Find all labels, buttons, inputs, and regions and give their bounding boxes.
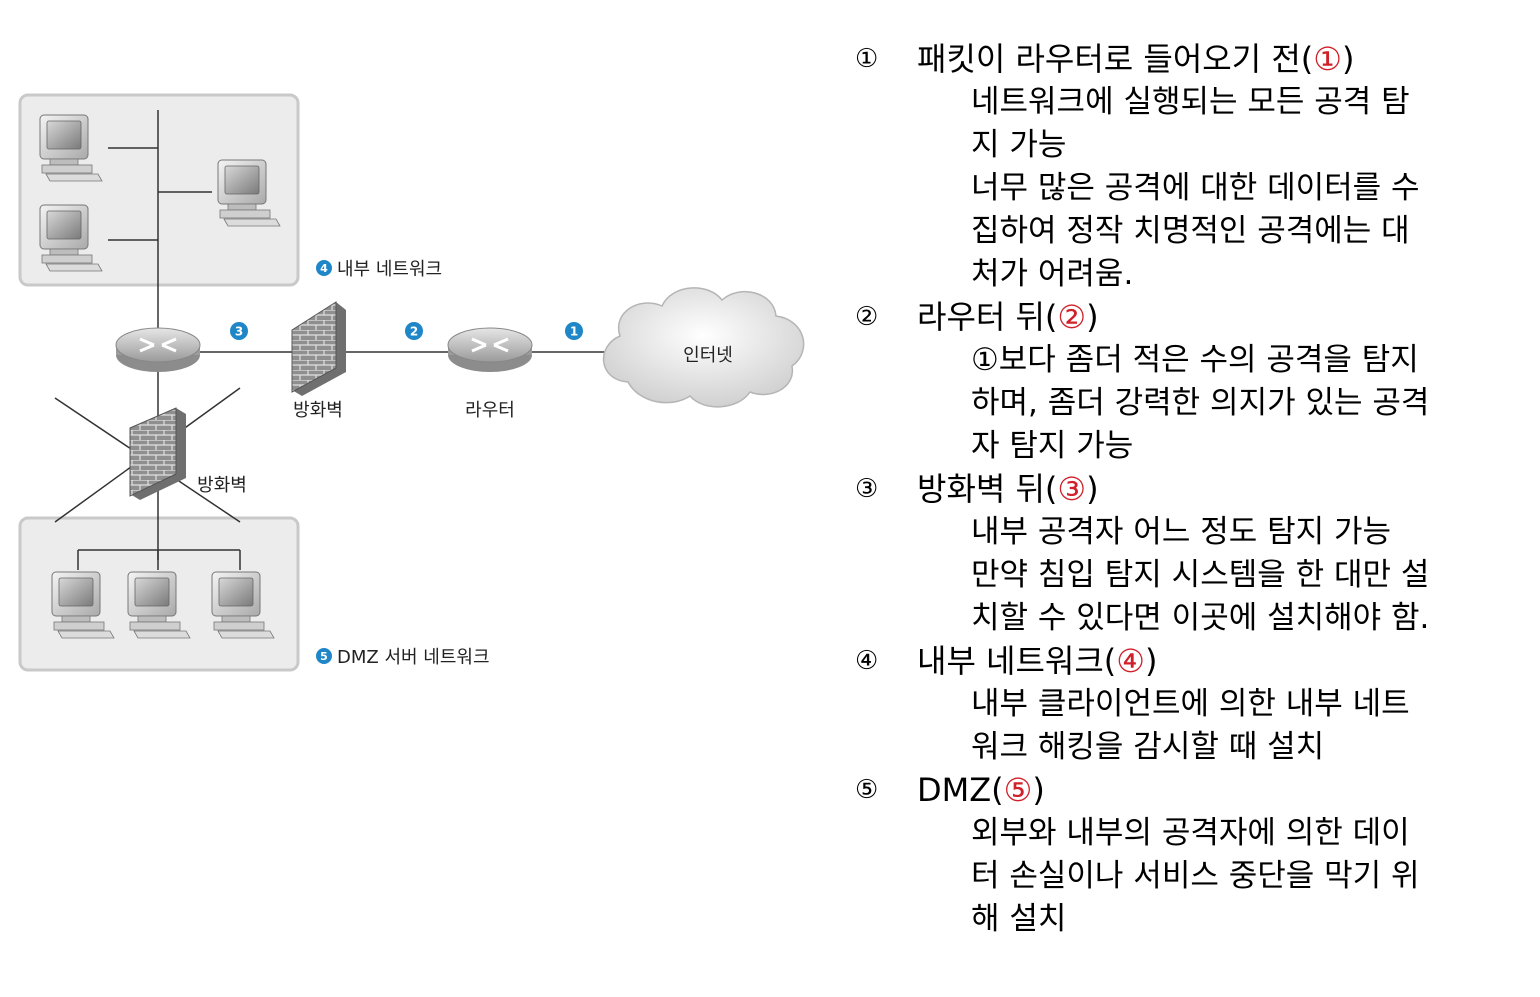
note-close: ) xyxy=(1086,470,1099,508)
note-line: 하며, 좀더 강력한 의지가 있는 공격 xyxy=(971,385,1430,421)
note-ref: ④ xyxy=(1116,642,1145,680)
note-ref: ③ xyxy=(1057,470,1087,508)
note-marker: ② xyxy=(855,302,879,332)
point-1-marker: 1 xyxy=(565,322,583,340)
note-title-row: 방화벽 뒤(③) xyxy=(917,468,1099,511)
note-line: 터 손실이나 서비스 중단을 막기 위 xyxy=(971,858,1420,894)
note-line: 네트워크에 실행되는 모든 공격 탐 xyxy=(971,84,1410,120)
dmz-network-label: DMZ 서버 네트워크 xyxy=(337,647,490,668)
note-line: 치할 수 있다면 이곳에 설치해야 함. xyxy=(971,600,1430,636)
dmz-firewall-label: 방화벽 xyxy=(197,475,247,496)
router-label: 라우터 xyxy=(465,400,515,421)
note-close: ) xyxy=(1341,40,1355,78)
note-line: 외부와 내부의 공격자에 의한 데이 xyxy=(971,815,1410,851)
note-close: ) xyxy=(1086,298,1099,336)
note-line: 만약 침입 탐지 시스템을 한 대만 설 xyxy=(971,557,1430,593)
note-title: 패킷이 라우터로 들어오기 전( xyxy=(917,40,1314,78)
note-title-row: 패킷이 라우터로 들어오기 전(①) xyxy=(917,38,1354,81)
note-marker: ④ xyxy=(855,646,879,676)
internal-network-zone xyxy=(18,93,300,287)
note-marker: ⑤ xyxy=(855,775,879,805)
note-line: 처가 어려움. xyxy=(971,256,1134,292)
note-close: ) xyxy=(1032,771,1045,809)
note-title-row: 라우터 뒤(②) xyxy=(917,296,1099,339)
dmz-firewall-icon xyxy=(129,407,186,500)
note-title: 방화벽 뒤( xyxy=(917,470,1058,508)
firewall-icon xyxy=(291,301,346,396)
note-line: 워크 해킹을 감시할 때 설치 xyxy=(971,729,1325,765)
note-line: 내부 공격자 어느 정도 탐지 가능 xyxy=(971,514,1392,550)
note-title: DMZ( xyxy=(917,771,1004,809)
point-5-marker: 5 xyxy=(316,648,332,664)
outer-router-icon xyxy=(446,326,534,374)
note-title: 내부 네트워크( xyxy=(917,642,1117,680)
note-line: 해 설치 xyxy=(971,901,1067,937)
note-line: 집하여 정작 치명적인 공격에는 대 xyxy=(971,213,1410,249)
point-3-number: 3 xyxy=(235,325,243,339)
note-ref: ② xyxy=(1057,298,1087,336)
note-line: 지 가능 xyxy=(971,127,1067,163)
inner-router-icon xyxy=(114,326,202,374)
network-diagram: 1 2 3 4 5 내부 네트워크 DMZ 서버 네트워크 방화벽 라우터 인터… xyxy=(18,93,805,672)
point-1-number: 1 xyxy=(570,325,578,339)
note-title-row: DMZ(⑤) xyxy=(917,769,1045,812)
point-4-marker: 4 xyxy=(316,260,332,276)
point-4-number: 4 xyxy=(320,262,328,275)
point-2-number: 2 xyxy=(410,325,418,339)
internet-cloud-icon xyxy=(603,287,805,408)
internal-network-label: 내부 네트워크 xyxy=(337,259,442,280)
note-line: 자 탐지 가능 xyxy=(971,428,1134,464)
point-5-number: 5 xyxy=(320,650,328,663)
note-ref: ① xyxy=(1313,40,1342,78)
note-title: 라우터 뒤( xyxy=(917,298,1058,336)
point-2-marker: 2 xyxy=(405,322,423,340)
note-title-row: 내부 네트워크(④) xyxy=(917,640,1157,683)
internet-label: 인터넷 xyxy=(683,345,733,366)
note-line: ①보다 좀더 적은 수의 공격을 탐지 xyxy=(971,342,1419,378)
firewall-label: 방화벽 xyxy=(293,400,343,421)
point-3-marker: 3 xyxy=(230,322,248,340)
note-ref: ⑤ xyxy=(1003,771,1033,809)
note-marker: ① xyxy=(855,44,879,74)
note-close: ) xyxy=(1144,642,1158,680)
note-marker: ③ xyxy=(855,474,879,504)
note-line: 너무 많은 공격에 대한 데이터를 수 xyxy=(971,170,1420,206)
note-line: 내부 클라이언트에 의한 내부 네트 xyxy=(971,686,1410,722)
